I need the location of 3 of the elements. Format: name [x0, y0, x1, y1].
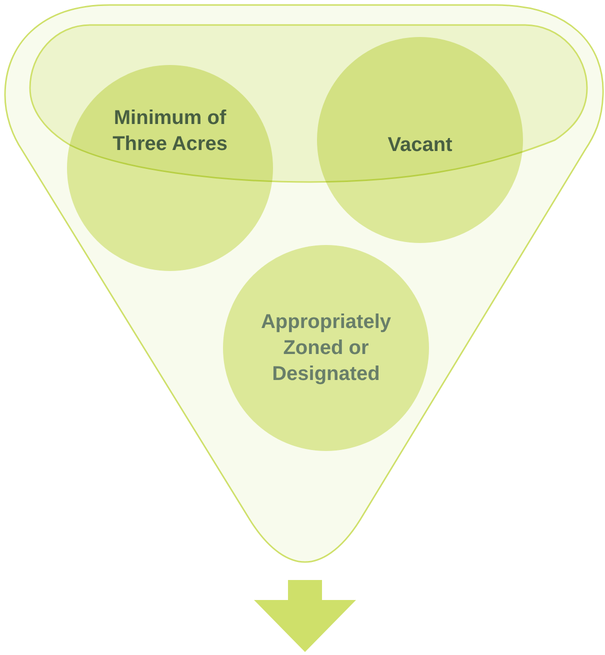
circle-label: Minimum of Three Acres	[112, 106, 228, 157]
circle-label: Appropriately Zoned or Designated	[260, 310, 392, 387]
circle-label: Vacant	[386, 133, 454, 158]
